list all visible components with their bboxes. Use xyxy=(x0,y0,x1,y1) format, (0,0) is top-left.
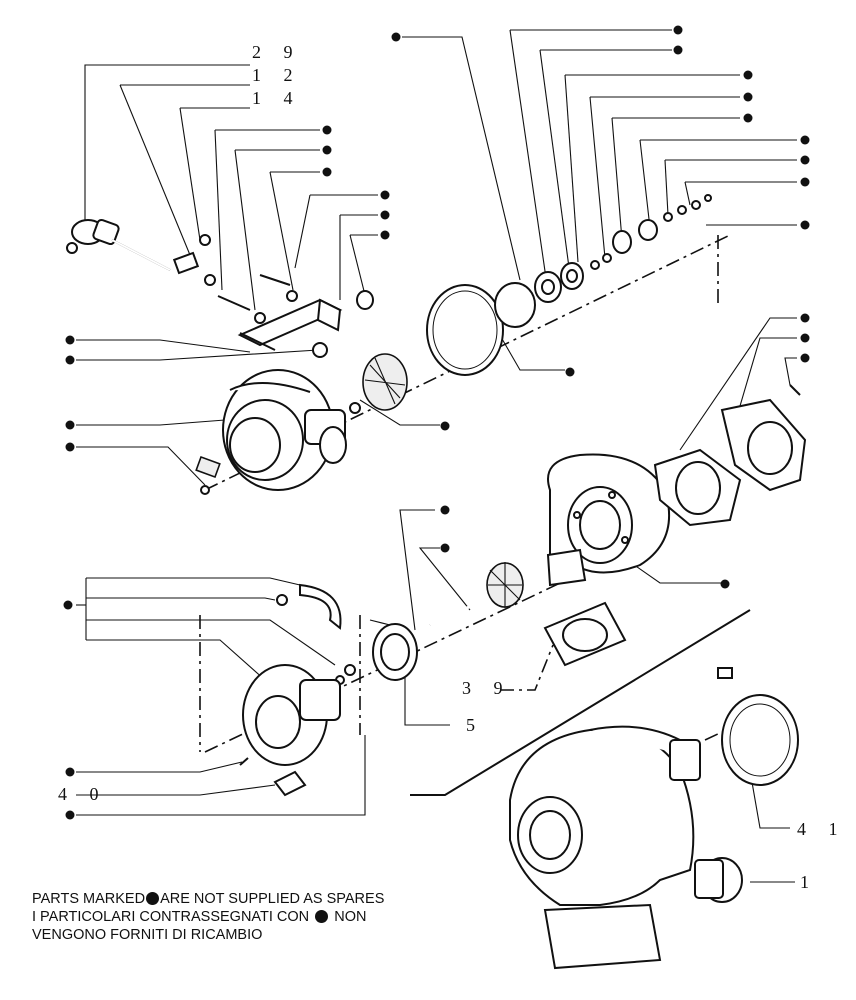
assembled-turbocharger xyxy=(509,725,743,970)
gaskets-right xyxy=(653,384,807,527)
divider-line xyxy=(410,609,751,796)
callout-5: 5 xyxy=(466,715,484,735)
legend-line-2: I PARTICOLARI CONTRASSEGNATI CON NON xyxy=(32,909,367,925)
callout-12: 1 2 xyxy=(252,65,302,85)
snap-ring xyxy=(426,282,536,376)
callout-1: 1 xyxy=(800,872,818,892)
small-plate xyxy=(195,455,221,495)
turbine-housing xyxy=(546,453,671,587)
callout-41: 4 1 xyxy=(797,819,847,839)
bullet-icon xyxy=(315,910,329,923)
bracket xyxy=(172,234,374,358)
compressor-housing xyxy=(222,369,347,491)
turbine-shaft xyxy=(429,562,524,627)
bullet-markers xyxy=(63,25,810,820)
callout-14: 1 4 xyxy=(252,88,302,108)
lower-left-parts xyxy=(239,583,418,797)
compressor-wheel xyxy=(349,353,408,414)
callout-40: 4 0 xyxy=(58,784,108,804)
bullet-icon xyxy=(146,892,160,905)
callout-29: 2 9 xyxy=(252,42,302,62)
leader-lines xyxy=(76,29,797,883)
legend-line-3: VENGONO FORNITI DI RICAMBIO xyxy=(32,927,263,943)
clamp-v-band xyxy=(717,667,799,786)
washer-stack xyxy=(534,194,712,303)
actuator-rod xyxy=(66,218,171,271)
callout-39: 3 9 xyxy=(462,678,512,698)
flange-gasket xyxy=(543,601,627,667)
